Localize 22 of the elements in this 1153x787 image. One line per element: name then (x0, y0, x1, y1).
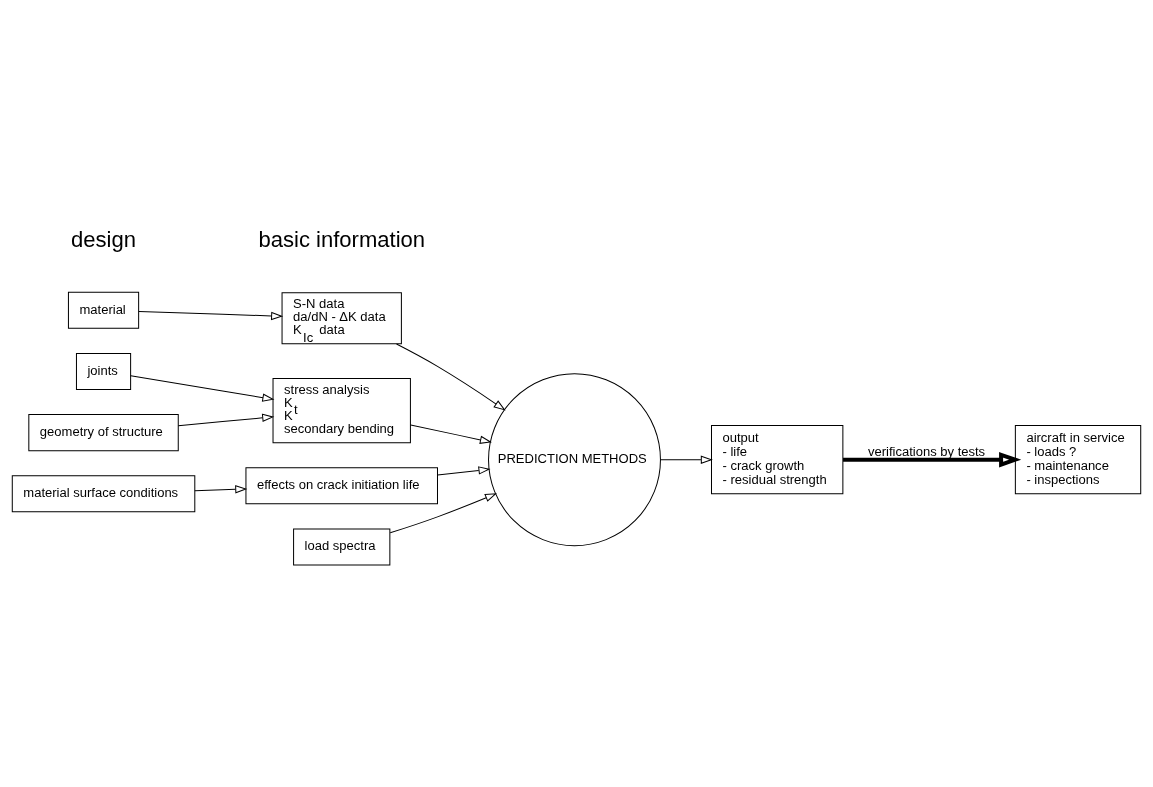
arrow (843, 451, 1022, 467)
label: basic information (258, 226, 426, 252)
node-box: effects on crack initiation life (245, 466, 438, 504)
label: design (70, 226, 136, 252)
edge-label: verifications by tests (867, 443, 986, 459)
node-box: joints (75, 352, 132, 390)
node-box: output - life - crack growth - residual strength (711, 424, 844, 494)
node-box: load spectra (293, 527, 391, 565)
arrow (410, 424, 491, 444)
arrow (396, 343, 505, 410)
arrow (437, 465, 490, 476)
arrow (138, 310, 283, 320)
arrow (389, 492, 497, 533)
arrow (660, 455, 712, 464)
node-box: geometry of structure (28, 413, 179, 451)
node-circle: PREDICTION METHODS (488, 372, 661, 546)
node-box: material (67, 291, 140, 329)
arrow (130, 374, 274, 402)
arrow (177, 413, 274, 426)
node-box: material surface conditions (11, 474, 196, 512)
arrow (194, 484, 247, 493)
node-box: aircraft in service - loads ? - maintenance - inspections (1014, 424, 1142, 494)
